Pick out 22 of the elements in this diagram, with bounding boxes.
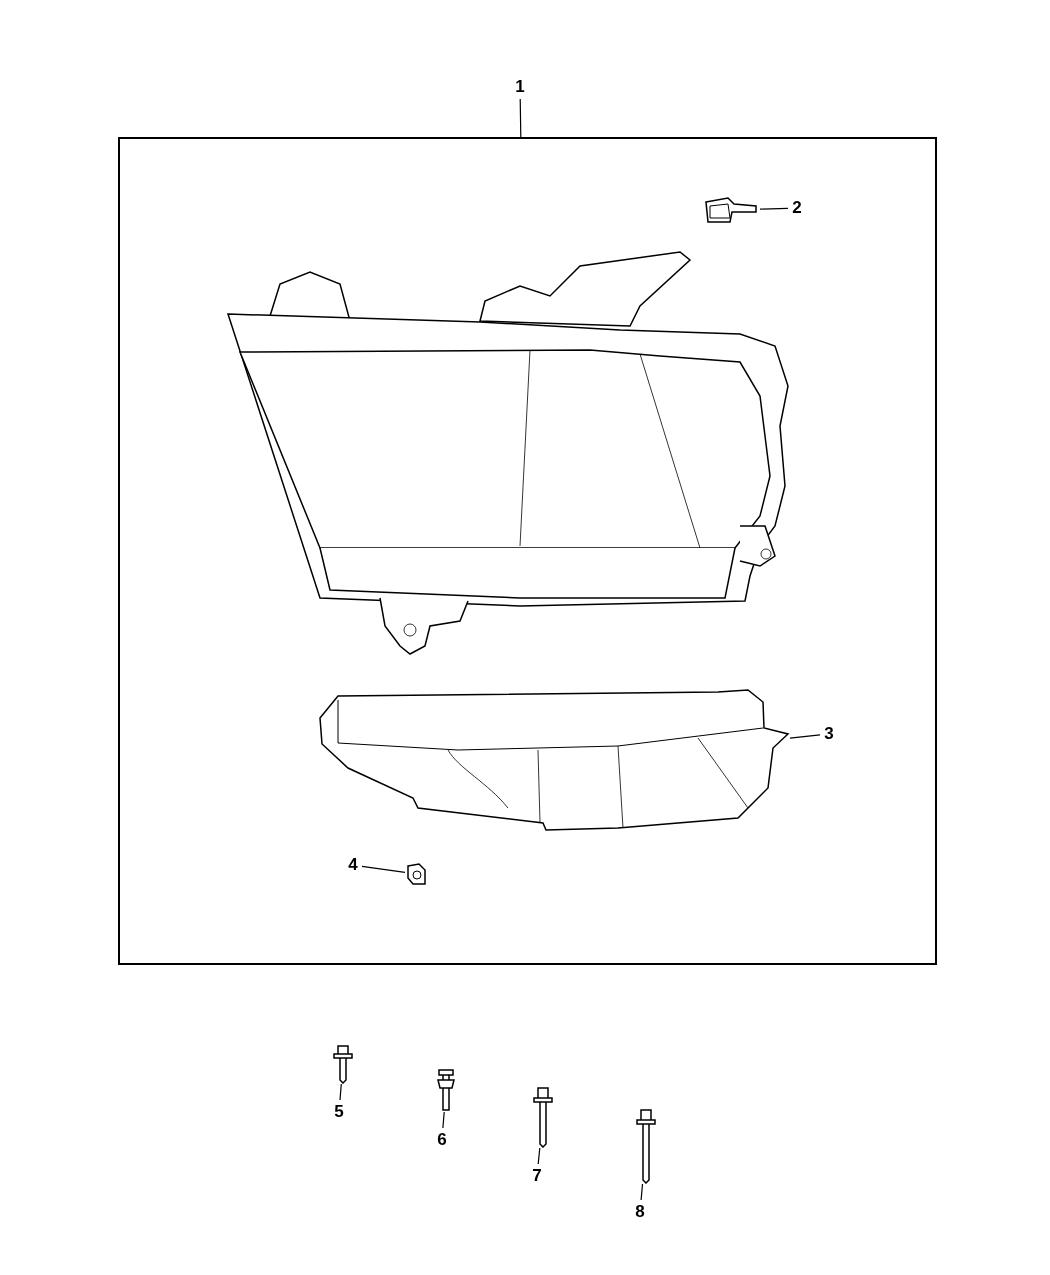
callout-number: 4	[344, 853, 362, 877]
kit-frame	[118, 137, 937, 965]
callout-number: 7	[528, 1164, 546, 1188]
screw-drawing	[532, 1086, 554, 1148]
screw-drawing	[332, 1044, 354, 1084]
leader-line	[361, 865, 406, 873]
nut-drawing	[405, 862, 429, 886]
leader-line	[640, 1183, 644, 1201]
screw-drawing	[635, 1108, 657, 1184]
callout-number: 8	[631, 1200, 649, 1224]
leader-line	[442, 1111, 445, 1129]
screw-drawing	[435, 1066, 457, 1112]
callout-number: 1	[510, 75, 530, 99]
leader-line	[339, 1083, 342, 1101]
leader-line	[759, 207, 789, 210]
callout-number: 2	[788, 196, 806, 220]
callout-number: 5	[330, 1100, 348, 1124]
leader-line	[519, 98, 522, 138]
leader-line	[537, 1147, 541, 1165]
leader-line	[789, 734, 821, 739]
callout-number: 6	[433, 1128, 451, 1152]
callout-number: 3	[820, 722, 838, 746]
